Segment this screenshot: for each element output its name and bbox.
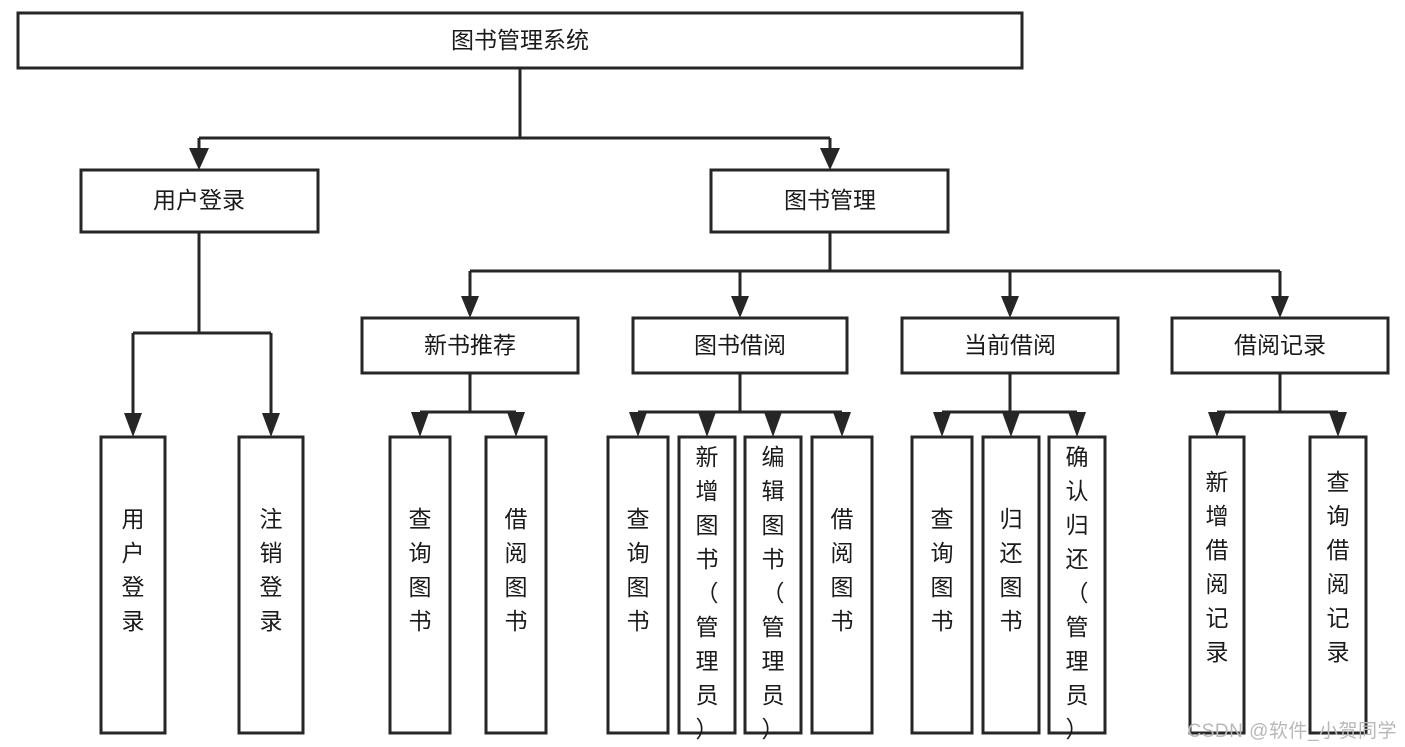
leaf-node-query-book-3[interactable]: 查询图书 (910, 435, 974, 735)
node-user-login-box[interactable] (79, 168, 320, 234)
leaf-node-query-book-3-box[interactable] (910, 435, 974, 735)
node-book-borrow-label: 图书借阅 (694, 332, 786, 358)
arrow-head-icon-leaf-add-record (1208, 412, 1226, 437)
leaf-node-edit-book-label: 编辑图书（管理员） (762, 444, 785, 742)
leaf-node-borrow-book-2-box[interactable] (810, 435, 874, 735)
arrow-head-icon-leaf-query-book-2 (629, 412, 647, 437)
node-root-label: 图书管理系统 (451, 27, 589, 53)
arrow-head-icon-leaf-edit-book (764, 412, 782, 437)
leaf-node-confirm-return-label: 确认归还（管理员） (1066, 444, 1089, 742)
arrow-head-icon-leaf-borrow-book-1 (507, 412, 525, 437)
leaf-node-return-book-box[interactable] (981, 435, 1041, 735)
leaf-node-query-book-1[interactable]: 查询图书 (388, 435, 452, 735)
node-current-borrow-box[interactable] (900, 316, 1120, 375)
leaf-node-query-book-1-label: 查询图书 (409, 506, 432, 634)
node-book-manage[interactable]: 图书管理 (709, 168, 950, 234)
node-current-borrow[interactable]: 当前借阅 (900, 316, 1120, 375)
node-borrow-record-label: 借阅记录 (1234, 332, 1326, 358)
connector-layer (124, 68, 1347, 437)
leaf-node-add-record-box[interactable] (1188, 435, 1246, 735)
node-root[interactable]: 图书管理系统 (16, 11, 1024, 70)
leaf-node-user-login[interactable]: 用户登录 (99, 435, 167, 735)
node-new-book-recommend-label: 新书推荐 (424, 332, 516, 358)
arrow-head-icon-new-book (461, 296, 479, 318)
leaf-node-add-book[interactable]: 新增图书（管理员） (677, 435, 737, 742)
arrow-head-icon-leaf-user-login (124, 413, 142, 437)
leaf-node-add-record[interactable]: 新增借阅记录 (1188, 435, 1246, 735)
leaf-node-query-record-label: 查询借阅记录 (1327, 469, 1350, 665)
node-book-manage-box[interactable] (709, 168, 950, 234)
arrow-head-icon-book-borrow (731, 296, 749, 318)
leaf-node-borrow-book-2[interactable]: 借阅图书 (810, 435, 874, 735)
leaf-node-add-book-box[interactable] (677, 435, 737, 735)
leaf-node-return-book[interactable]: 归还图书 (981, 435, 1041, 735)
leaf-node-confirm-return[interactable]: 确认归还（管理员） (1047, 435, 1107, 742)
arrow-head-icon-leaf-borrow-book-2 (833, 412, 851, 437)
leaf-node-borrow-book-1-box[interactable] (484, 435, 548, 735)
node-root-box[interactable] (16, 11, 1024, 70)
arrow-head-icon-leaf-user-logout (262, 413, 280, 437)
node-user-login[interactable]: 用户登录 (79, 168, 320, 234)
arrow-head-icon-current-borrow (1001, 296, 1019, 318)
leaf-node-user-login-box[interactable] (99, 435, 167, 735)
leaf-node-query-book-2-box[interactable] (606, 435, 670, 735)
node-book-borrow[interactable]: 图书借阅 (631, 316, 849, 375)
leaf-node-edit-book-box[interactable] (743, 435, 803, 735)
arrow-head-icon-leaf-return-book (1002, 412, 1020, 437)
node-current-borrow-label: 当前借阅 (964, 332, 1056, 358)
arrow-head-icon-leaf-query-book-1 (411, 412, 429, 437)
node-new-book-recommend-box[interactable] (360, 316, 580, 375)
arrow-head-icon-leaf-confirm-return (1068, 412, 1086, 437)
leaf-node-confirm-return-box[interactable] (1047, 435, 1107, 735)
leaf-node-query-book-2[interactable]: 查询图书 (606, 435, 670, 735)
arrow-head-icon-leaf-add-book (698, 412, 716, 437)
arrow-head-icon-leaf-query-record (1329, 412, 1347, 437)
leaf-node-edit-book[interactable]: 编辑图书（管理员） (743, 435, 803, 742)
arrow-head-icon-borrow-record (1271, 296, 1289, 318)
node-new-book-recommend[interactable]: 新书推荐 (360, 316, 580, 375)
leaf-node-query-record-box[interactable] (1308, 435, 1368, 735)
leaf-node-borrow-book-1-label: 借阅图书 (505, 506, 528, 634)
leaf-node-query-book-3-label: 查询图书 (931, 506, 954, 634)
node-borrow-record[interactable]: 借阅记录 (1170, 316, 1390, 375)
node-borrow-record-label-box[interactable] (1170, 316, 1390, 375)
leaf-node-add-record-label: 新增借阅记录 (1206, 469, 1229, 665)
node-user-login-label: 用户登录 (153, 187, 245, 213)
arrow-head-icon-user-login (189, 148, 209, 170)
leaf-node-user-logout-label: 注销登录 (260, 506, 283, 634)
leaf-node-query-book-2-label: 查询图书 (627, 506, 650, 634)
leaf-node-return-book-label: 归还图书 (1000, 506, 1023, 634)
node-book-manage-label: 图书管理 (784, 187, 876, 213)
leaf-node-query-record[interactable]: 查询借阅记录 (1308, 435, 1368, 735)
leaf-node-query-book-1-box[interactable] (388, 435, 452, 735)
leaf-node-borrow-book-1[interactable]: 借阅图书 (484, 435, 548, 735)
leaf-node-add-book-label: 新增图书（管理员） (696, 444, 719, 742)
leaf-node-user-logout-box[interactable] (237, 435, 305, 735)
leaf-node-user-logout[interactable]: 注销登录 (237, 435, 305, 735)
leaf-node-user-login-label: 用户登录 (122, 506, 145, 634)
leaf-node-borrow-book-2-label: 借阅图书 (831, 506, 854, 634)
arrow-head-icon-leaf-query-book-3 (933, 412, 951, 437)
node-book-borrow-box[interactable] (631, 316, 849, 375)
arrow-head-icon-book-manage (820, 148, 840, 170)
